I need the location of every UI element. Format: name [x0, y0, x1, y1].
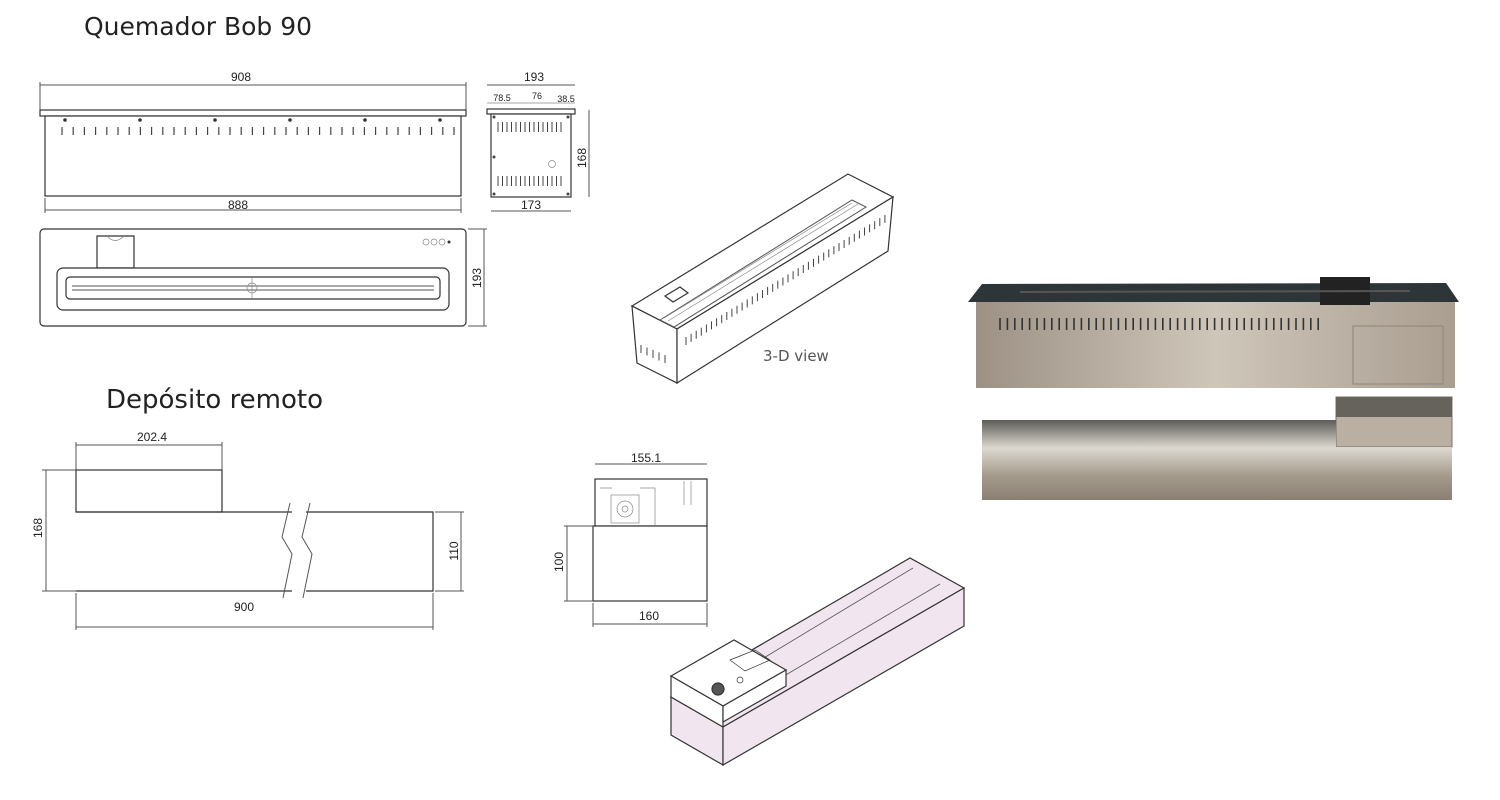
burner-top-view: 193	[39, 228, 487, 327]
dim-side-seg-c: 38.5	[557, 94, 575, 104]
dim-end-height: 100	[552, 552, 566, 572]
dim-side-height: 168	[575, 148, 589, 168]
3d-view-label: 3-D view	[763, 347, 829, 365]
tank-end-view: 155.1 100 160	[552, 451, 708, 627]
tank-front-view: 202.4 168 110 900	[31, 430, 464, 630]
tank-3d-view	[669, 557, 966, 767]
dim-total-height: 168	[31, 518, 45, 538]
tank-photo	[982, 396, 1453, 500]
dim-end-base: 160	[639, 609, 659, 623]
dim-side-seg-a: 78.5	[493, 93, 511, 103]
dim-outer-length: 908	[231, 70, 251, 84]
dim-body-height: 110	[447, 541, 461, 560]
dim-end-width: 155.1	[631, 451, 661, 465]
dim-tank-length: 900	[234, 600, 254, 614]
burner-side-view: 193 78.5 76 38.5 168 173	[486, 70, 590, 212]
dim-inner-length: 888	[228, 198, 248, 212]
dim-side-width: 193	[524, 70, 544, 84]
burner-front-view: 908 888	[39, 70, 467, 213]
dim-side-seg-b: 76	[532, 91, 542, 101]
burner-3d-view: 3-D view	[630, 173, 895, 385]
dim-top-depth: 193	[470, 268, 484, 288]
burner-title: Quemador Bob 90	[84, 12, 313, 41]
dim-side-base: 173	[521, 198, 541, 212]
tank-title: Depósito remoto	[106, 385, 324, 415]
dim-box-width: 202.4	[137, 430, 167, 444]
burner-photo	[968, 277, 1459, 388]
